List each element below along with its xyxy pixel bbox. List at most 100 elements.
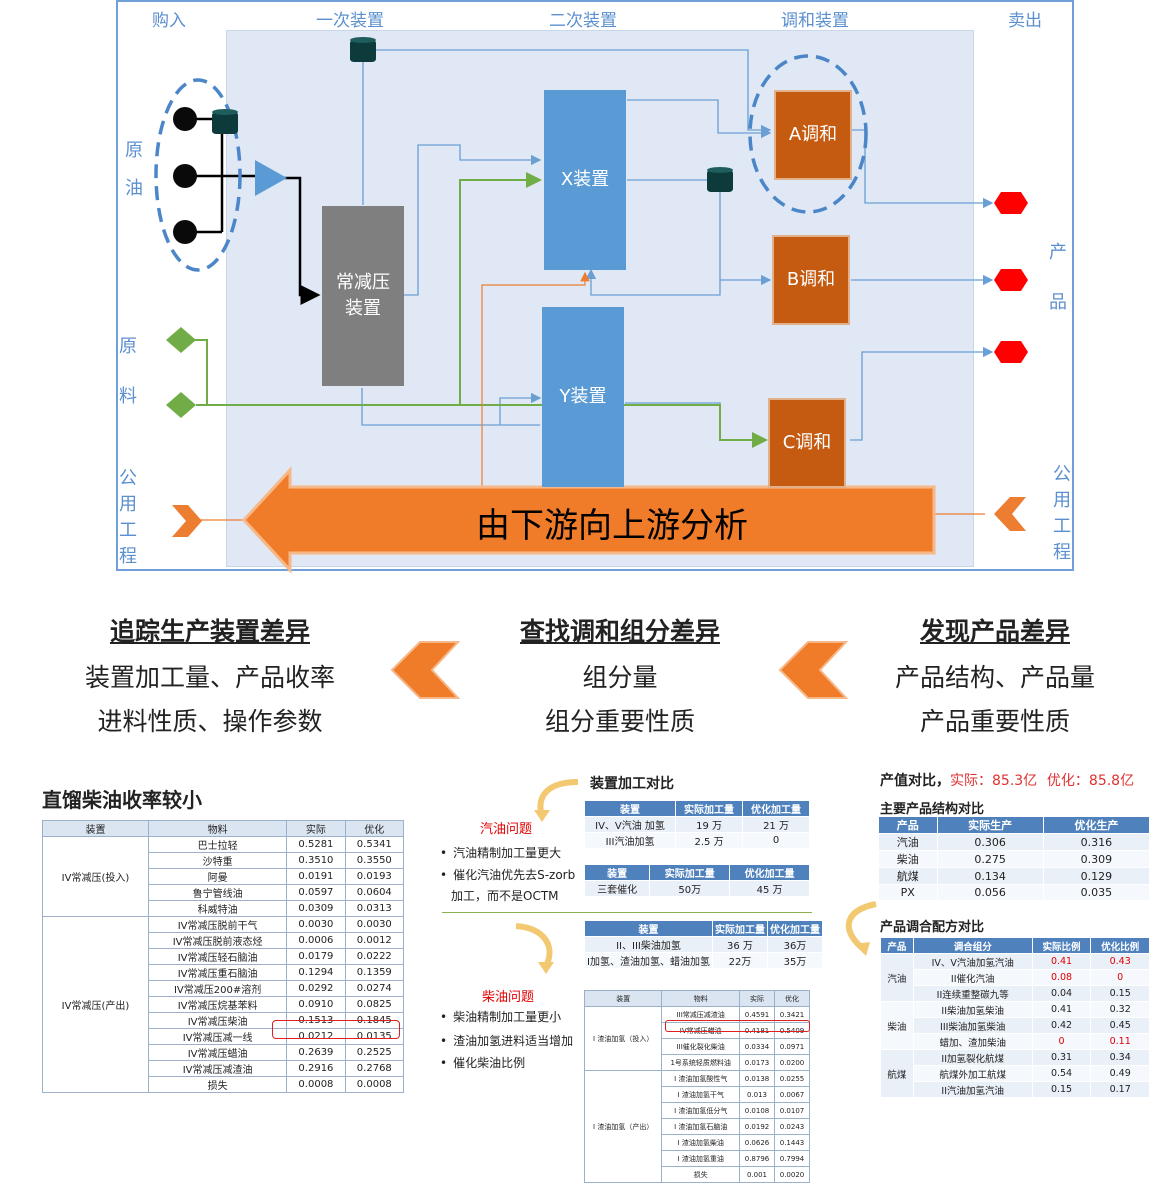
section-title: 追踪生产装置差异 <box>109 617 310 646</box>
table-cell: 0.1294 <box>286 964 346 981</box>
table-cell: 0.0192 <box>739 1118 775 1135</box>
group-cell: 航煤 <box>880 1049 914 1098</box>
column-header: 实际加工量 <box>649 864 731 881</box>
blend-a-unit[interactable]: A调和 <box>774 90 852 180</box>
table-cell: II柴油加氢柴油 <box>912 1001 1033 1018</box>
table-cell: 0.04 <box>1031 985 1092 1002</box>
table-cell: 0.056 <box>936 884 1044 901</box>
table-cell: 0.3550 <box>344 852 405 869</box>
table-cell: 汽油 <box>878 833 938 851</box>
blend-c-unit[interactable]: C调和 <box>768 398 846 488</box>
label-utility-out: 公用工程 <box>1053 464 1071 563</box>
table-cell: 0.0193 <box>344 868 405 885</box>
table-cell: 0.0200 <box>773 1054 811 1071</box>
table-cell: 35万 <box>766 952 823 969</box>
table-cell: 蜡加、渣加柴油 <box>912 1033 1033 1050</box>
table-cell: I 渣油加氢石脑油 <box>661 1118 741 1135</box>
storage-tank-icon <box>350 37 376 62</box>
table-cell: II催化汽油 <box>912 969 1033 986</box>
group-cell: 汽油 <box>880 953 914 1002</box>
table-cell: III汽油加氢 <box>583 832 677 849</box>
table-cell: IV常减压蜡油 <box>147 1044 288 1061</box>
table-cell: 0.49 <box>1090 1065 1150 1082</box>
table-cell: 0.309 <box>1042 850 1151 868</box>
table-cell: 0 <box>1090 969 1150 986</box>
column-header: 优化加工量 <box>766 920 823 937</box>
table-cell: 21 万 <box>742 816 810 833</box>
table-cell: 柴油 <box>878 850 938 868</box>
column-header: 实际加工量 <box>675 800 744 817</box>
table-cell: 0.0313 <box>344 900 405 917</box>
diesel-issue-label: 柴油问题 <box>482 990 535 1005</box>
table-cell: 0.34 <box>1090 1049 1150 1066</box>
table-cell: 0.54 <box>1031 1065 1092 1082</box>
table-cell: IV常减压重石脑油 <box>147 964 288 981</box>
table-cell: 0.0597 <box>286 884 346 901</box>
label-product: 产品 <box>1049 242 1067 313</box>
table-cell: 0.0012 <box>344 932 405 949</box>
table-cell: 0.5281 <box>286 836 346 853</box>
column-header: 优化比例 <box>1090 937 1150 954</box>
table-cell: 0.0626 <box>739 1134 775 1151</box>
group-cell: 柴油 <box>880 1001 914 1050</box>
label-material: 原料 <box>119 336 137 407</box>
atmospheric-vacuum-unit[interactable]: 常减压 装置 <box>322 206 404 386</box>
table-cell: 0.0222 <box>344 948 405 965</box>
table-cell: IV常减压减渣油 <box>147 1060 288 1077</box>
table-cell: 45 万 <box>729 880 810 897</box>
table-cell: 0.42 <box>1031 1017 1092 1034</box>
group-cell: I 渣油加氢（产出） <box>583 1070 663 1183</box>
table-cell: IV常减压脱前液态烃 <box>147 932 288 949</box>
table-cell: 0.11 <box>1090 1033 1150 1050</box>
table-cell: 0.41 <box>1031 953 1092 970</box>
orange-lines <box>200 271 985 521</box>
table-cell: 0.0604 <box>344 884 405 901</box>
table-cell: 0.0067 <box>773 1086 811 1103</box>
utility-out-chevron-icon <box>994 497 1026 531</box>
table-cell: 科威特油 <box>147 900 288 917</box>
table-cell: 1号系统轻质燃料油 <box>661 1054 741 1071</box>
table-cell: 2.5 万 <box>675 832 744 849</box>
table-cell: III催化裂化柴油 <box>661 1038 741 1055</box>
section-find-products: 发现产品差异 产品结构、产品量 产品重要性质 <box>850 612 1140 738</box>
table-cell: 0.0179 <box>286 948 346 965</box>
curved-arrow-icon <box>534 779 579 822</box>
table-header-row: 装置实际加工量优化加工量 <box>583 800 810 817</box>
column-header: 装置 <box>583 800 677 817</box>
column-header: 装置 <box>584 920 713 937</box>
table-cell: 鲁宁管线油 <box>147 884 288 901</box>
x-unit[interactable]: X装置 <box>544 90 626 270</box>
divider <box>442 912 812 913</box>
table-cell: 0.316 <box>1042 833 1151 851</box>
column-header: 产品 <box>878 816 938 834</box>
table-cell: 巴士拉轻 <box>147 836 288 853</box>
material-diamond-icon <box>166 392 196 418</box>
table-cell: 0.013 <box>739 1086 775 1103</box>
y-unit[interactable]: Y装置 <box>542 307 624 487</box>
section-title: 查找调和组分差异 <box>519 617 720 646</box>
table-cell: 0.5341 <box>344 836 405 853</box>
table-cell: 0.0292 <box>286 980 346 997</box>
table-cell: 0.31 <box>1031 1049 1092 1066</box>
group-cell: IV常减压(投入) <box>42 836 149 917</box>
table-cell: I加氢、渣油加氢、蜡油加氢 <box>584 952 713 969</box>
curved-arrow-icon <box>845 901 877 956</box>
group-cell: I 渣油加氢（投入） <box>583 1006 663 1071</box>
blend-b-unit[interactable]: B调和 <box>772 235 850 325</box>
column-header: 物料 <box>147 820 288 837</box>
table-cell: 0.15 <box>1031 1081 1092 1098</box>
